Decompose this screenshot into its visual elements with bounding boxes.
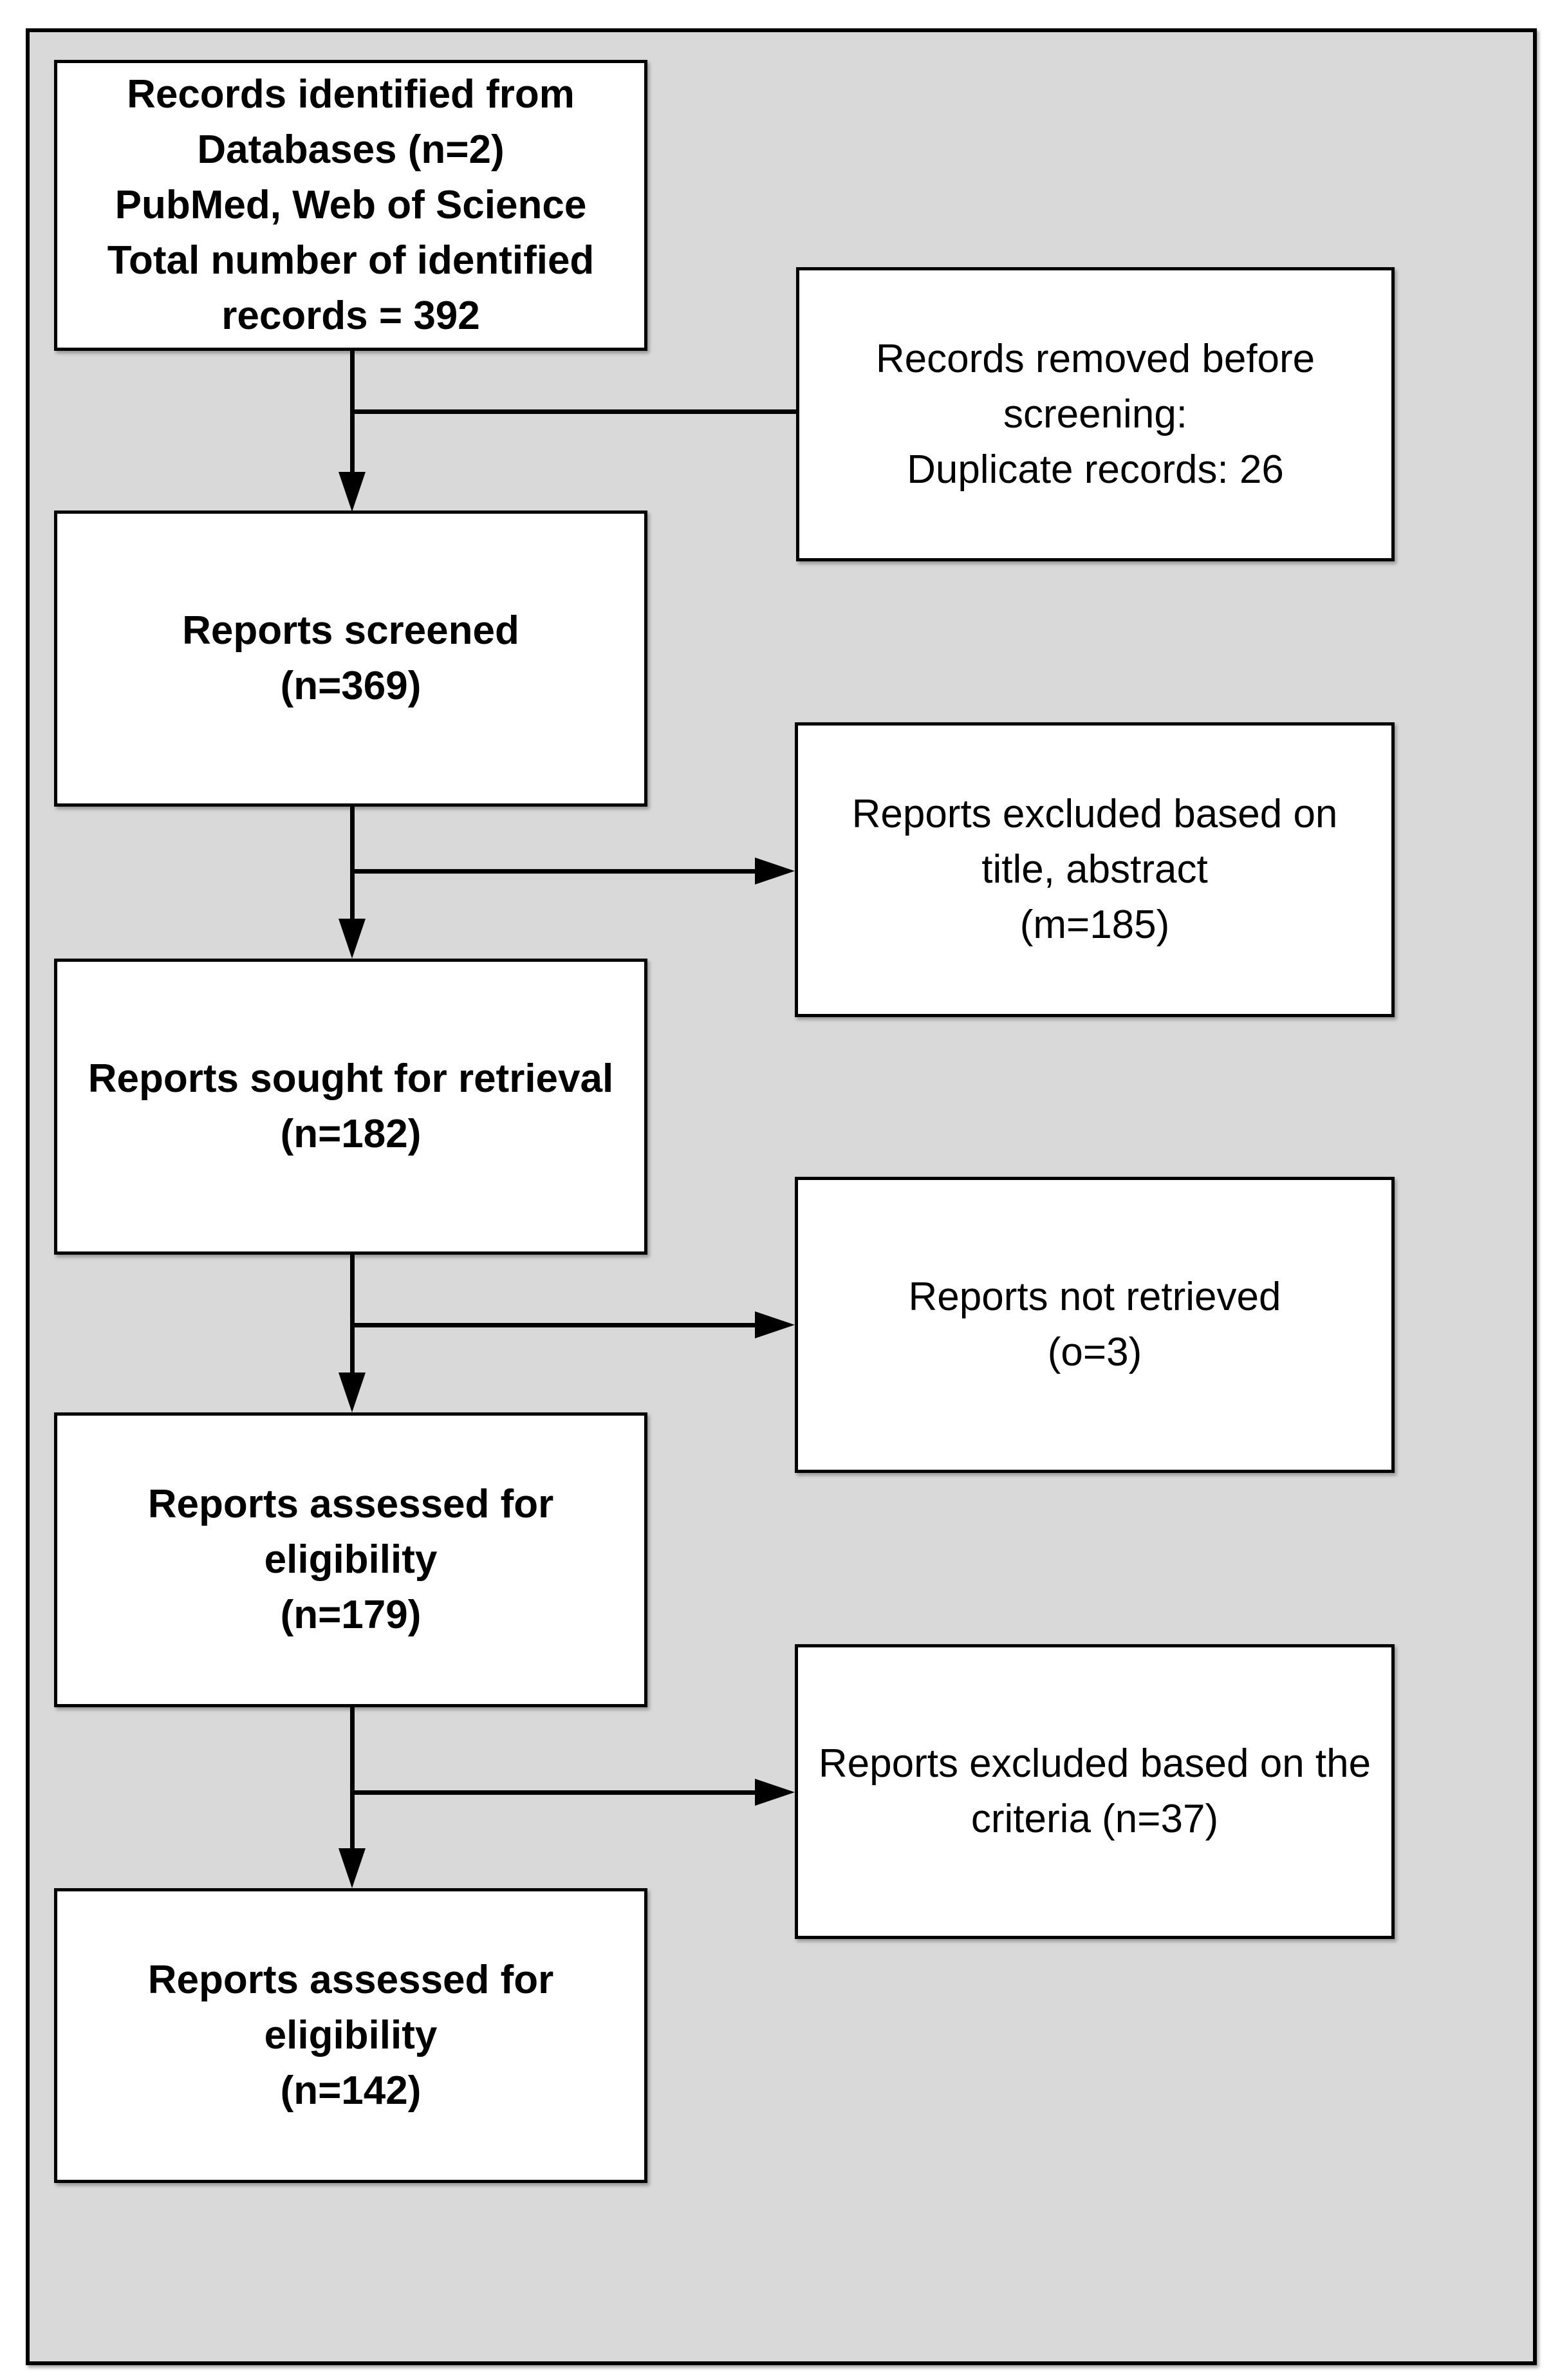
box-reports-included: Reports assessed for eligibility (n=142) — [54, 1888, 647, 2183]
connector-screened-to-sought-line — [350, 807, 355, 919]
arrowhead-right-to-not-retrieved-icon — [755, 1311, 795, 1338]
box-reports-sought-retrieval: Reports sought for retrieval (n=182) — [54, 959, 647, 1255]
connector-assessed-to-included-line — [350, 1707, 355, 1848]
branch-to-not-retrieved-line — [352, 1323, 755, 1327]
box-reports-not-retrieved: Reports not retrieved (o=3) — [795, 1177, 1395, 1473]
branch-to-excluded-criteria-line — [352, 1790, 755, 1795]
arrowhead-down-to-assessed-icon — [339, 1373, 366, 1412]
branch-to-excluded-title-abstract-line — [352, 869, 755, 874]
connector-sought-to-assessed-line — [350, 1255, 355, 1373]
branch-to-records-removed-line — [352, 409, 796, 414]
box-records-removed-before-screening: Records removed before screening: Duplic… — [796, 267, 1395, 561]
arrowhead-down-to-sought-icon — [339, 919, 366, 959]
arrowhead-right-to-excluded-criteria-icon — [755, 1779, 795, 1806]
arrowhead-down-to-included-icon — [339, 1848, 366, 1888]
box-reports-excluded-criteria: Reports excluded based on the criteria (… — [795, 1644, 1395, 1939]
box-reports-assessed-eligibility: Reports assessed for eligibility (n=179) — [54, 1412, 647, 1707]
box-reports-excluded-title-abstract: Reports excluded based on title, abstrac… — [795, 722, 1395, 1017]
arrowhead-down-to-screened-icon — [339, 472, 366, 512]
arrowhead-right-to-excluded-title-abstract-icon — [755, 857, 795, 885]
box-records-identified: Records identified from Databases (n=2) … — [54, 60, 647, 351]
box-reports-screened: Reports screened (n=369) — [54, 511, 647, 807]
